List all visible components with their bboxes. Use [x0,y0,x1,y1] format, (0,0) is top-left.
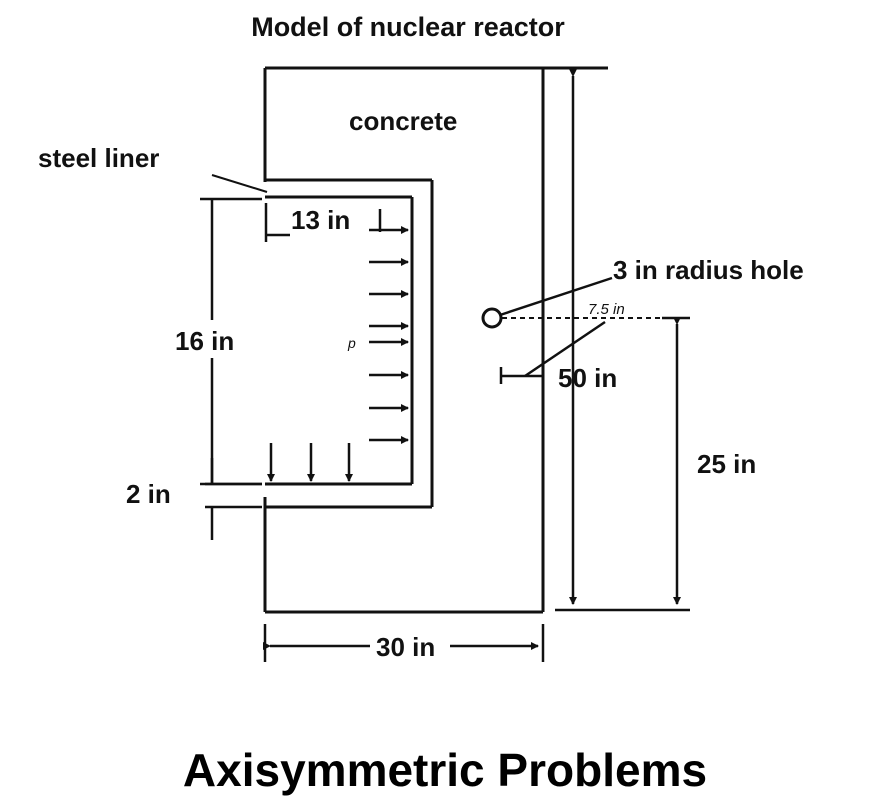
dim-50in-label: 50 in [558,363,617,393]
hole-leader [499,276,613,317]
dim-16in-label: 16 in [175,326,234,356]
dim-30in-label: 30 in [376,632,435,662]
hole-circle [481,307,503,329]
pressure-arrows-side [369,226,409,444]
dim-2in [205,458,262,540]
dim-25in [662,316,690,605]
steel-liner [265,178,434,509]
steel-liner-leader [211,174,268,193]
pressure-arrows-bottom [267,443,353,482]
dim-30in [263,624,545,662]
reactor-diagram: Model of nuclear reactor concrete steel … [38,12,804,662]
dim-25in-label: 25 in [697,449,756,479]
concrete-outline [263,66,608,614]
hole-label: 3 in radius hole [613,255,804,285]
diagram-title: Model of nuclear reactor [251,12,565,42]
steel-liner-label: steel liner [38,143,159,173]
dim-total-height [555,69,690,612]
pressure-label: p [347,335,356,351]
concrete-label: concrete [349,106,457,136]
dim-2in-label: 2 in [126,479,171,509]
dim-50in-leader [499,320,606,384]
dim-16in-bg [167,320,265,358]
slide-title: Axisymmetric Problems [182,744,708,796]
dim-13in [264,203,382,242]
dim-7-5in-label: 7.5 in [588,301,625,318]
dim-13in-label: 13 in [291,205,350,235]
